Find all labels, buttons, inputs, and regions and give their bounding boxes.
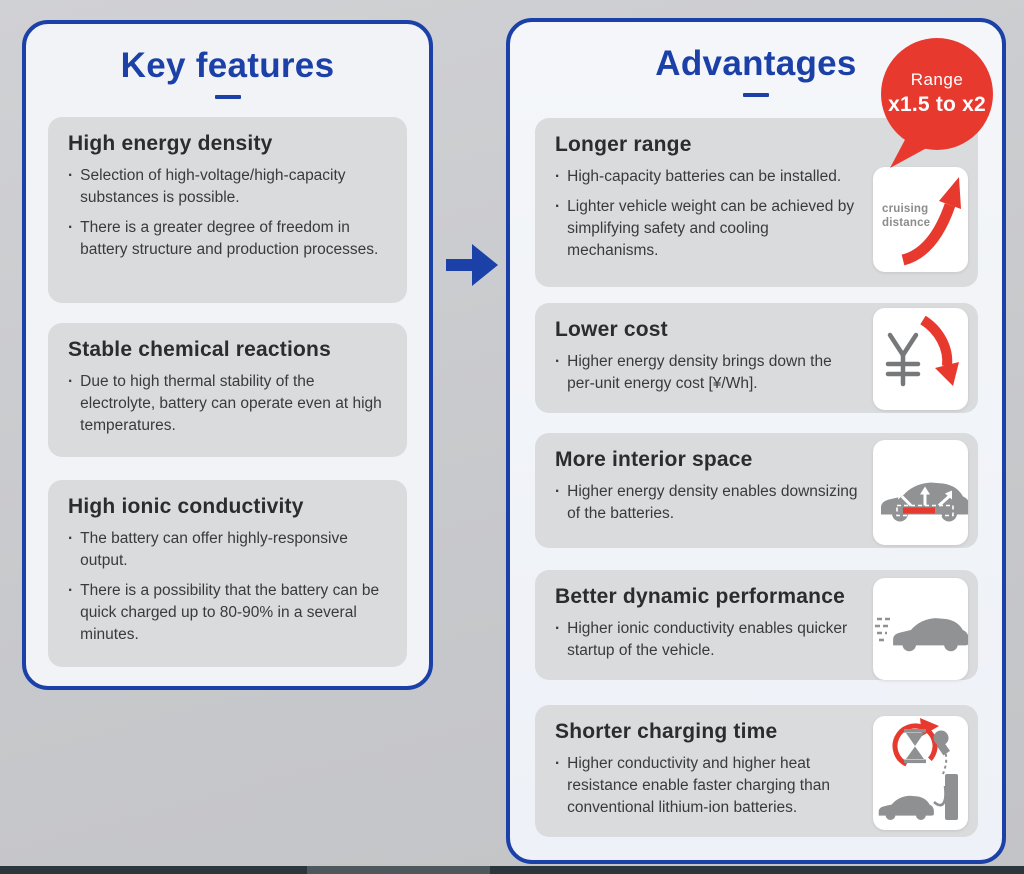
bullet-item: · The battery can offer highly-responsiv… xyxy=(68,528,391,572)
range-up-arrow-icon xyxy=(901,177,961,266)
card-stable-chemical-reactions: Stable chemical reactions · Due to high … xyxy=(48,323,407,457)
range-badge-line2: x1.5 to x2 xyxy=(888,93,986,116)
bullet-dot: · xyxy=(555,620,561,637)
right-arrow-icon xyxy=(446,244,498,286)
bullet-item: · There is a greater degree of freedom i… xyxy=(68,217,391,261)
bullet-list: · Higher energy density enables downsizi… xyxy=(555,481,962,525)
key-features-panel: Key features High energy density · Selec… xyxy=(22,20,433,690)
card-high-ionic-conductivity: High ionic conductivity · The battery ca… xyxy=(48,480,407,667)
bullet-dot: · xyxy=(555,168,561,185)
bullet-item: · There is a possibility that the batter… xyxy=(68,580,391,646)
car-interior-graphic xyxy=(881,482,970,522)
bullet-dot: · xyxy=(68,582,74,599)
bullet-list: · The battery can offer highly-responsiv… xyxy=(68,528,391,646)
range-badge-text: Range x1.5 to x2 xyxy=(878,70,996,117)
bullet-text: There is a possibility that the battery … xyxy=(80,582,380,643)
video-progress-bar[interactable] xyxy=(0,866,1024,874)
card-heading: Lower cost xyxy=(555,318,668,341)
bullet-dot: · xyxy=(555,755,561,772)
video-progress-segment xyxy=(307,866,490,874)
card-heading: More interior space xyxy=(555,448,753,471)
bullet-list: · Selection of high-voltage/high-capacit… xyxy=(68,165,391,261)
bullet-text: Higher conductivity and higher heat resi… xyxy=(567,755,830,816)
bullet-item: · Due to high thermal stability of the e… xyxy=(68,371,391,437)
bullet-dot: · xyxy=(555,483,561,500)
bullet-item: · Selection of high-voltage/high-capacit… xyxy=(68,165,391,209)
title-underline xyxy=(743,93,769,97)
card-heading: Better dynamic performance xyxy=(555,585,845,608)
speech-bubble-icon xyxy=(881,38,993,168)
card-heading: Longer range xyxy=(555,133,692,156)
advantages-panel: Advantages Longer range · High-capacity … xyxy=(506,18,1006,864)
yen-arrow-graphic xyxy=(885,315,959,387)
cruising-distance-icon: cruising distance xyxy=(873,167,968,272)
bullet-text: Higher ionic conductivity enables quicke… xyxy=(567,620,848,659)
bullet-text: Higher energy density brings down the pe… xyxy=(567,353,832,392)
range-badge: Range x1.5 to x2 xyxy=(878,32,996,172)
bullet-item: · Higher conductivity and higher heat re… xyxy=(555,753,863,819)
title-underline xyxy=(214,95,241,99)
bullet-list: · Higher energy density brings down the … xyxy=(555,351,962,395)
bullet-list: · Higher conductivity and higher heat re… xyxy=(555,753,962,819)
bullet-dot: · xyxy=(555,198,561,215)
bullet-text: Lighter vehicle weight can be achieved b… xyxy=(567,198,855,259)
bullet-item: · Higher energy density brings down the … xyxy=(555,351,863,395)
key-features-title: Key features xyxy=(120,46,335,85)
bullet-text: The battery can offer highly-responsive … xyxy=(80,530,348,569)
bullet-list: · Due to high thermal stability of the e… xyxy=(68,371,391,437)
bullet-dot: · xyxy=(68,530,74,547)
card-heading: Stable chemical reactions xyxy=(68,338,331,361)
bullet-dot: · xyxy=(68,219,74,236)
bullet-text: Due to high thermal stability of the ele… xyxy=(80,373,382,434)
bullet-list: · High-capacity batteries can be install… xyxy=(555,166,962,262)
bullet-text: High-capacity batteries can be installed… xyxy=(567,168,842,185)
bullet-dot: · xyxy=(68,167,74,184)
bullet-text: There is a greater degree of freedom in … xyxy=(80,219,379,258)
card-heading: Shorter charging time xyxy=(555,720,778,743)
range-badge-line1: Range xyxy=(910,70,964,89)
fast-charging-icon xyxy=(873,716,968,830)
card-heading: High energy density xyxy=(68,132,273,155)
yen-cost-down-icon xyxy=(873,308,968,410)
fast-charging-graphic xyxy=(878,718,958,820)
card-high-energy-density: High energy density · Selection of high-… xyxy=(48,117,407,303)
bullet-dot: · xyxy=(555,353,561,370)
bullet-dot: · xyxy=(68,373,74,390)
bullet-text: Higher energy density enables downsizing… xyxy=(567,483,858,522)
bullet-item: · Lighter vehicle weight can be achieved… xyxy=(555,196,863,262)
bullet-item: · Higher ionic conductivity enables quic… xyxy=(555,618,863,662)
advantages-title: Advantages xyxy=(655,44,857,83)
advantages-title-block: Advantages xyxy=(510,44,1002,97)
bullet-list: · Higher ionic conductivity enables quic… xyxy=(555,618,962,662)
car-battery-downsize-icon xyxy=(873,440,970,545)
bullet-item: · High-capacity batteries can be install… xyxy=(555,166,863,188)
bullet-item: · Higher energy density enables downsizi… xyxy=(555,481,863,525)
speeding-car-graphic xyxy=(875,617,969,652)
bullet-text: Selection of high-voltage/high-capacity … xyxy=(80,167,346,206)
speeding-car-icon xyxy=(873,578,969,680)
icon-caption: cruising distance xyxy=(882,203,931,229)
key-features-title-block: Key features xyxy=(26,46,429,99)
card-heading: High ionic conductivity xyxy=(68,495,304,518)
